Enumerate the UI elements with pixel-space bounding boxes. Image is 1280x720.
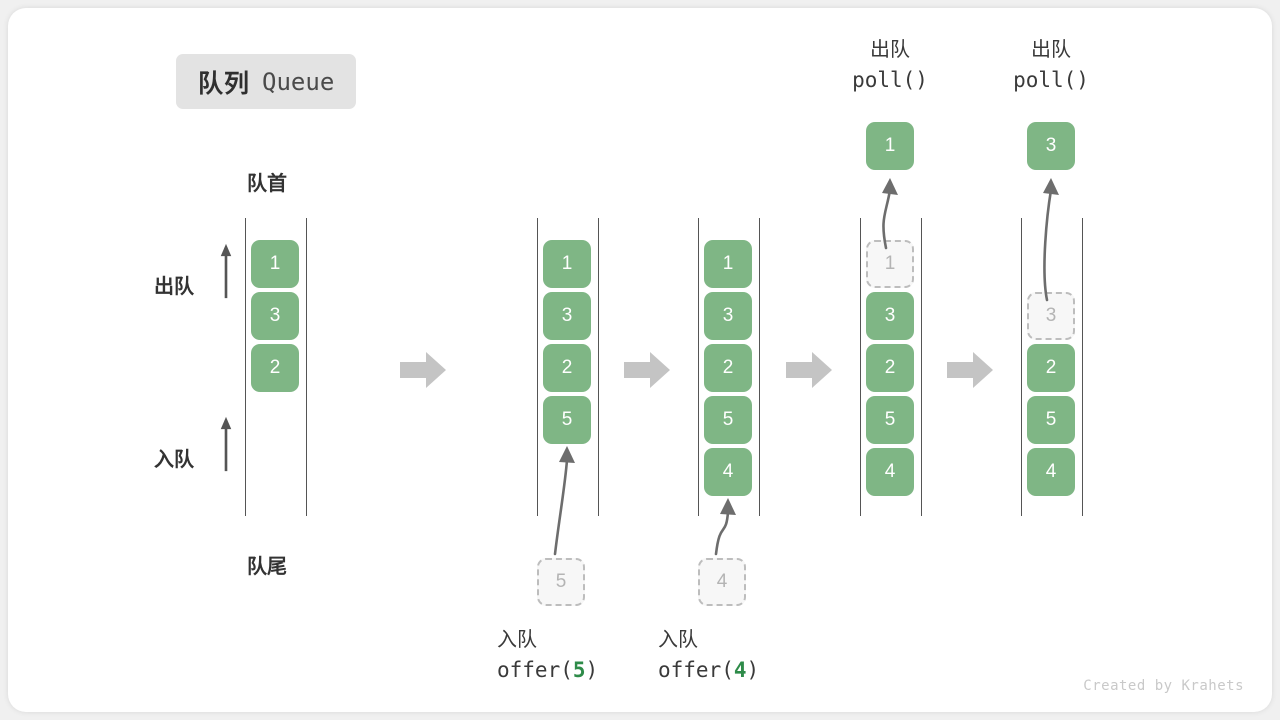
queue-rail-left [860, 218, 861, 516]
operation-label-code: offer(5) [497, 658, 599, 682]
queue-cell: 5 [866, 396, 914, 444]
queue-cell: 5 [1027, 396, 1075, 444]
queue-rail-right [598, 218, 599, 516]
queue-cell: 4 [866, 448, 914, 496]
queue-cell: 1 [543, 240, 591, 288]
queue-cell: 4 [1027, 448, 1075, 496]
queue-cell: 1 [704, 240, 752, 288]
queue-rail-left [537, 218, 538, 516]
queue-tail-label: 队尾 [247, 556, 287, 578]
operation-label: 出队 poll() [971, 36, 1131, 95]
operation-label-code: poll() [852, 68, 928, 92]
queue-ghost-cell: 1 [866, 240, 914, 288]
queue-ghost-cell: 3 [1027, 292, 1075, 340]
queue-rail-left [245, 218, 246, 516]
operation-argument: 4 [733, 658, 747, 682]
incoming-ghost-cell: 5 [537, 558, 585, 606]
queue-head-label: 队首 [247, 173, 287, 195]
operation-label: 入队 offer(4) [658, 626, 808, 685]
footer-credit: Created by Krahets [1083, 678, 1244, 694]
popped-cell: 1 [866, 122, 914, 170]
operation-label: 出队 poll() [810, 36, 970, 95]
operation-label-cn: 入队 [497, 629, 537, 651]
operation-label: 入队 offer(5) [497, 626, 647, 685]
enqueue-direction-label: 入队 [154, 449, 194, 471]
queue-rail-right [921, 218, 922, 516]
queue-cell: 2 [251, 344, 299, 392]
incoming-ghost-cell: 4 [698, 558, 746, 606]
step-arrow-icon [947, 352, 993, 388]
queue-cell: 2 [1027, 344, 1075, 392]
queue-rail-right [1082, 218, 1083, 516]
operation-argument: 5 [572, 658, 586, 682]
operation-label-cn: 出队 [870, 39, 910, 61]
title-english: Queue [262, 67, 335, 96]
dequeue-direction-label: 出队 [154, 276, 194, 298]
operation-label-code: poll() [1013, 68, 1089, 92]
queue-cell: 3 [866, 292, 914, 340]
queue-cell: 2 [704, 344, 752, 392]
queue-cell: 1 [251, 240, 299, 288]
queue-rail-left [698, 218, 699, 516]
title-badge: 队列 Queue [176, 54, 357, 109]
queue-rail-right [759, 218, 760, 516]
operation-label-cn: 出队 [1031, 39, 1071, 61]
queue-cell: 3 [543, 292, 591, 340]
queue-cell: 3 [251, 292, 299, 340]
queue-cell: 2 [866, 344, 914, 392]
offer-curved-arrow-icon [553, 446, 575, 556]
enqueue-direction-arrow-icon [220, 416, 232, 472]
operation-label-code: offer(4) [658, 658, 760, 682]
step-arrow-icon [400, 352, 446, 388]
step-arrow-icon [786, 352, 832, 388]
queue-cell: 5 [543, 396, 591, 444]
title-chinese: 队列 [198, 69, 251, 98]
offer-curved-arrow-icon [714, 498, 736, 556]
poll-curved-arrow-icon [882, 178, 898, 250]
queue-cell: 4 [704, 448, 752, 496]
popped-cell: 3 [1027, 122, 1075, 170]
queue-cell: 5 [704, 396, 752, 444]
queue-cell: 2 [543, 344, 591, 392]
queue-cell: 3 [704, 292, 752, 340]
queue-rail-right [306, 218, 307, 516]
step-arrow-icon [624, 352, 670, 388]
dequeue-direction-arrow-icon [220, 243, 232, 299]
queue-rail-left [1021, 218, 1022, 516]
poll-curved-arrow-icon [1043, 178, 1059, 302]
operation-label-cn: 入队 [658, 629, 698, 651]
